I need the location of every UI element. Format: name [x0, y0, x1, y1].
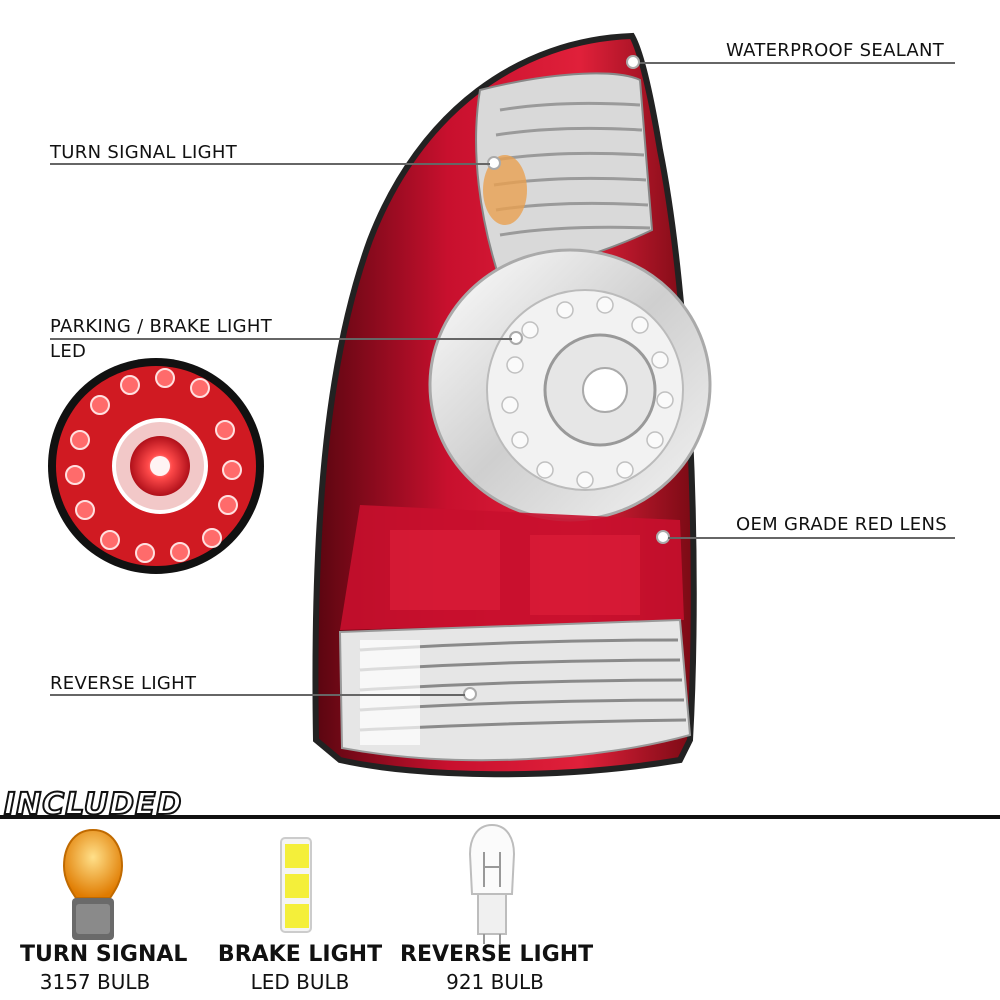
reverse-light-label: REVERSE LIGHT: [50, 673, 197, 694]
oem-callout-line: [668, 537, 955, 539]
reverse-light-item-title: REVERSE LIGHT: [400, 942, 594, 967]
waterproof-sealant-label: WATERPROOF SEALANT: [726, 40, 945, 61]
turn-signal-item-title: TURN SIGNAL: [20, 942, 188, 967]
reverse-light-item-sub: 921 BULB: [446, 970, 544, 994]
turn-signal-callout-line: [50, 163, 490, 165]
waterproof-callout-line: [640, 62, 955, 64]
reverse-callout-line: [50, 694, 465, 696]
brake-light-item-sub: LED BULB: [250, 970, 350, 994]
led-inset-image: [48, 358, 264, 574]
included-divider: [0, 815, 1000, 819]
parking-brake-led-label: LED: [50, 341, 87, 362]
parking-brake-light-label: PARKING / BRAKE LIGHT: [50, 316, 273, 337]
tail-light-image: [48, 32, 712, 778]
oem-grade-red-lens-label: OEM GRADE RED LENS: [736, 514, 947, 535]
brake-light-item-title: BRAKE LIGHT: [217, 942, 383, 967]
clear-bulb-icon: [468, 823, 516, 944]
turn-signal-light-label: TURN SIGNAL LIGHT: [50, 142, 237, 163]
parking-callout-line: [50, 338, 512, 340]
amber-bulb-icon: [62, 828, 124, 940]
tail-light-housing: [312, 32, 712, 778]
turn-signal-item-sub: 3157 BULB: [39, 970, 151, 994]
led-dots: [501, 296, 674, 489]
led-bulb-icon: [280, 837, 312, 933]
